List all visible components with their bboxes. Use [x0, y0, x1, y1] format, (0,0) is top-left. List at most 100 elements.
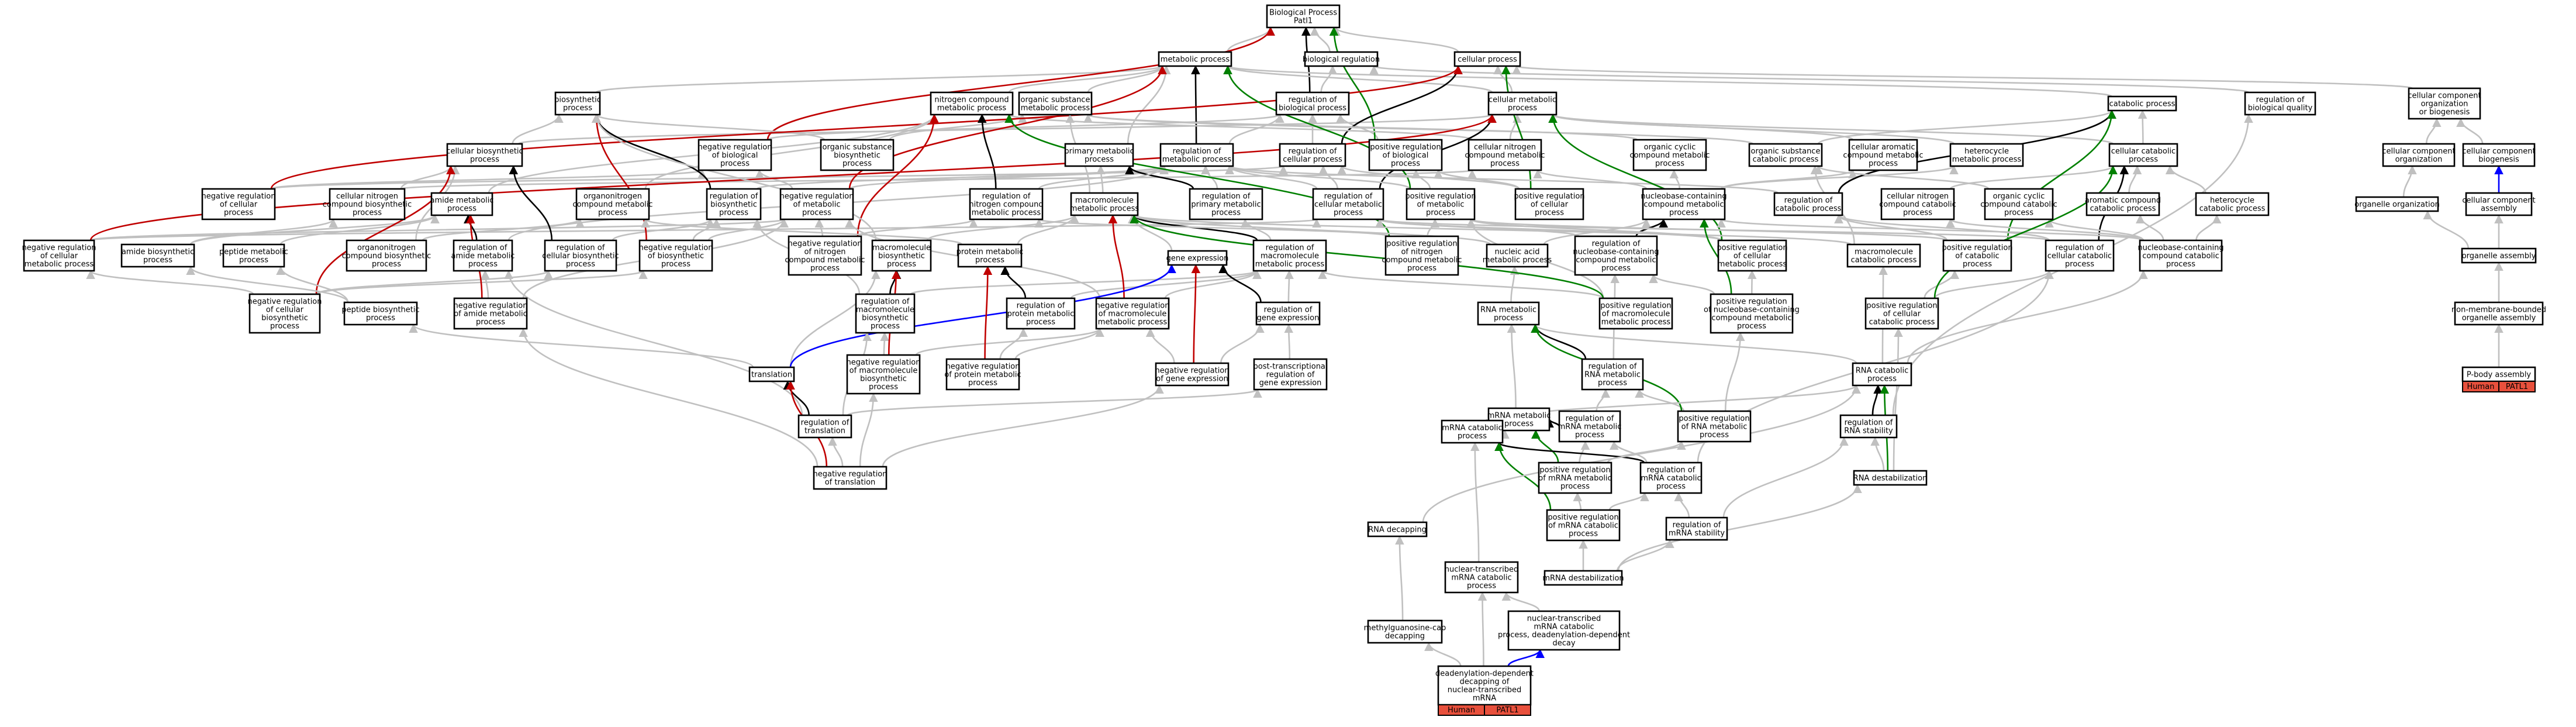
- go-term-node-cellp[interactable]: cellular process: [1453, 51, 1521, 67]
- go-term-node-rnadecap[interactable]: RNA decapping: [1367, 521, 1428, 538]
- go-term-node-orgasm[interactable]: organelle organization: [2354, 196, 2440, 212]
- go-term-node-geneexp[interactable]: gene expression: [1166, 250, 1229, 266]
- go-term-node-regnucleo[interactable]: regulation ofnucleobase-containingcompou…: [1573, 235, 1659, 276]
- go-term-node-mrnadestab[interactable]: mRNA destabilization: [1542, 570, 1624, 586]
- go-term-node-organasm[interactable]: organelle assembly: [2461, 247, 2537, 264]
- go-term-node-regmacrobiosyn[interactable]: regulation ofmacromoleculebiosyntheticpr…: [855, 293, 916, 334]
- go-term-node-met[interactable]: metabolic process: [1158, 51, 1232, 67]
- go-term-node-catab[interactable]: catabolic process: [2107, 95, 2177, 112]
- go-term-node-rnadestab[interactable]: RNA destabilization: [1853, 470, 1928, 486]
- go-term-node-bioreg[interactable]: biological regulation: [1303, 51, 1380, 67]
- go-term-node-pbody[interactable]: P-body assembly: [2461, 366, 2536, 383]
- go-term-node-translation[interactable]: translation: [748, 366, 795, 383]
